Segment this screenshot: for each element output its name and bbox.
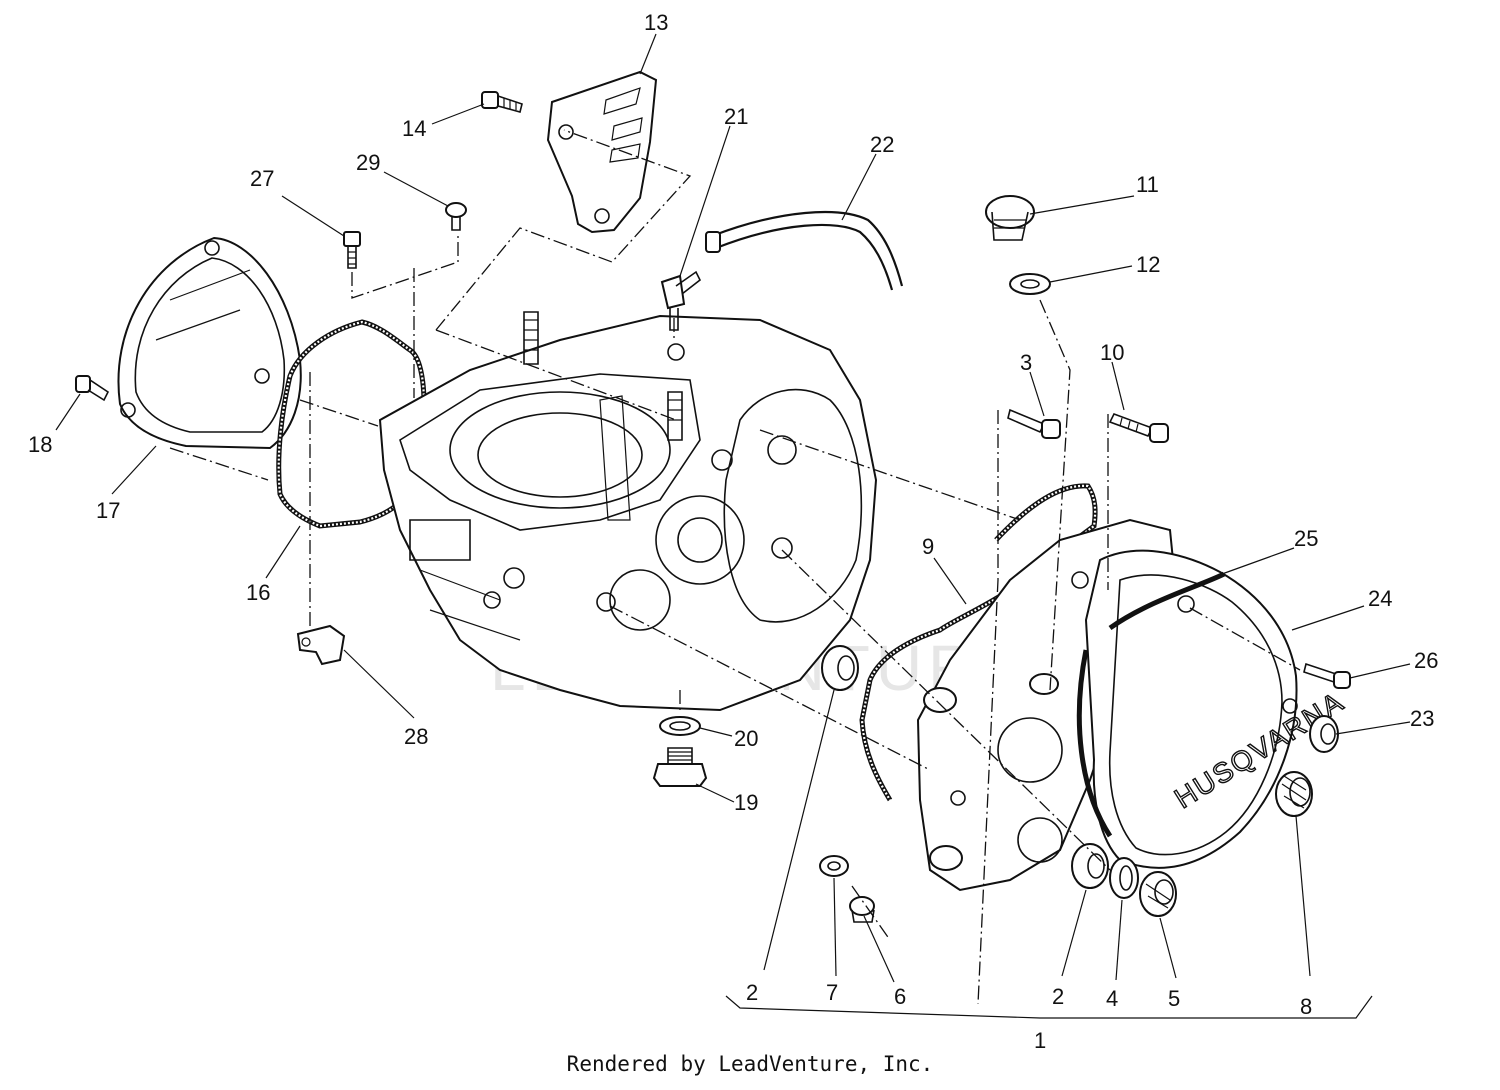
part-12-washer <box>1009 273 1051 295</box>
alignment-lines <box>169 129 1301 1005</box>
part-13-sprocket-cover <box>546 70 658 234</box>
part-26-bolt <box>1303 662 1351 689</box>
callout-26: 26 <box>1414 648 1438 673</box>
crankcase-assembly <box>378 311 878 712</box>
part-28-clip <box>296 624 346 666</box>
part-27-bolt <box>343 231 361 269</box>
part-29-screw <box>445 202 467 231</box>
callout-7: 7 <box>826 980 838 1005</box>
part-17-clutch-cover <box>117 236 302 450</box>
callout-27: 27 <box>250 166 274 191</box>
part-14-bolt <box>481 91 523 113</box>
part-9-gasket <box>859 483 1098 802</box>
callout-20: 20 <box>734 726 758 751</box>
part-3-bolt <box>1007 408 1061 439</box>
part-2-bearing-right <box>1071 843 1109 889</box>
callout-9: 9 <box>922 534 934 559</box>
callout-12: 12 <box>1136 252 1160 277</box>
callout-8: 8 <box>1300 994 1312 1019</box>
leader-lines <box>55 33 1411 983</box>
part-7-seal <box>819 855 849 877</box>
callout-3: 3 <box>1020 350 1032 375</box>
callout-18: 18 <box>28 432 52 457</box>
part-21-fitting <box>660 270 702 331</box>
callout-21: 21 <box>724 104 748 129</box>
part-22-hose <box>705 210 904 291</box>
part-11-filler-plug <box>985 195 1035 241</box>
callout-19: 19 <box>734 790 758 815</box>
callout-1: 1 <box>1034 1028 1046 1053</box>
callout-4: 4 <box>1106 986 1118 1011</box>
part-18-bolt <box>75 375 110 402</box>
callout-17: 17 <box>96 498 120 523</box>
part-10-bolt <box>1108 413 1169 443</box>
callout-13: 13 <box>644 10 668 35</box>
callout-2-right: 2 <box>1052 984 1064 1009</box>
part-6-nipple <box>849 896 875 923</box>
callout-24: 24 <box>1368 586 1392 611</box>
part-25-o-ring <box>1076 571 1226 838</box>
part-24-outer-cover: HUSQVARNA <box>1084 549 1350 869</box>
callout-29: 29 <box>356 150 380 175</box>
callout-14: 14 <box>402 116 426 141</box>
part-23-seal <box>1309 715 1339 753</box>
callout-11: 11 <box>1136 172 1159 197</box>
callout-28: 28 <box>404 724 428 749</box>
callout-23: 23 <box>1410 706 1434 731</box>
callout-2-left: 2 <box>746 980 758 1005</box>
part-4-washer <box>1109 857 1139 899</box>
callout-25: 25 <box>1294 526 1318 551</box>
part-8-cap <box>1275 771 1313 817</box>
callout-22: 22 <box>870 132 894 157</box>
assembly-bracket <box>725 995 1373 1019</box>
callout-10: 10 <box>1100 340 1124 365</box>
callout-16: 16 <box>246 580 270 605</box>
part-19-drain-plug <box>652 747 708 787</box>
part-2-bearing-left <box>821 645 859 691</box>
render-credit: Rendered by LeadVenture, Inc. <box>566 1052 934 1076</box>
part-5-nut <box>1139 871 1177 917</box>
callout-5: 5 <box>1168 986 1180 1011</box>
part-20-washer <box>659 716 701 736</box>
callout-6: 6 <box>894 984 906 1009</box>
callout-labels: 13 14 21 22 27 29 11 12 3 10 18 17 9 25 … <box>28 10 1438 1053</box>
